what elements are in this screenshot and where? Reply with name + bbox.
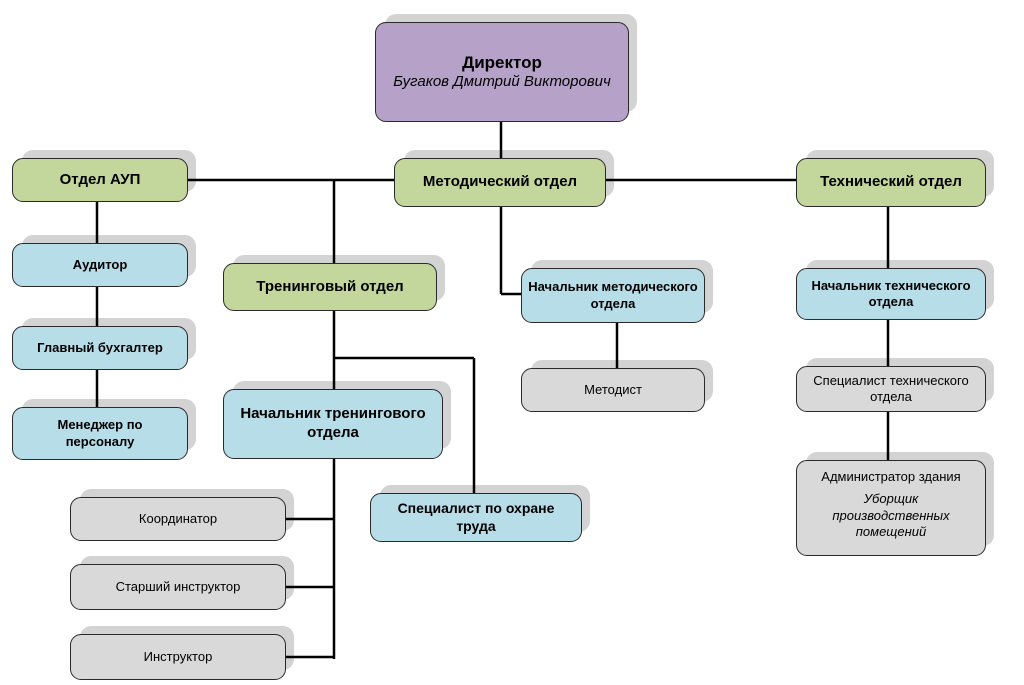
methodist-label: Методист: [584, 381, 642, 397]
technical-specialist-box: Специалист технического отдела: [796, 358, 994, 412]
methodist-box: Методист: [521, 360, 713, 412]
technical-head-box: Начальник технического отдела: [796, 260, 994, 320]
senior-instructor-box: Старший инструктор: [70, 556, 294, 610]
instructor-label: Инструктор: [143, 648, 213, 664]
director-box: Директор Бугаков Дмитрий Викторович: [375, 14, 637, 122]
director-title: Директор: [462, 53, 542, 72]
department-methodical: Методический отдел: [394, 150, 614, 207]
department-technical-label: Технический отдел: [820, 173, 962, 191]
department-technical: Технический отдел: [796, 150, 994, 207]
hr-manager-label: Менеджер по персоналу: [57, 417, 143, 449]
safety-specialist-box: Специалист по охране труда: [370, 485, 590, 542]
department-methodical-label: Методический отдел: [422, 173, 578, 191]
department-aup: Отдел АУП: [12, 150, 196, 202]
building-admin-label: Администратор здания: [821, 469, 961, 484]
hr-manager-box: Менеджер по персоналу: [12, 399, 196, 460]
chief-accountant-box: Главный бухгалтер: [12, 318, 196, 370]
auditor-box: Аудитор: [12, 235, 196, 287]
director-name: Бугаков Дмитрий Викторович: [393, 73, 611, 91]
training-head-box: Начальник тренингового отдела: [223, 381, 451, 459]
auditor-label: Аудитор: [72, 256, 128, 272]
cleaner-label: Уборщик производственных помещений: [832, 491, 950, 539]
coordinator-label: Координатор: [138, 510, 218, 526]
instructor-box: Инструктор: [70, 626, 294, 680]
methodical-head-box: Начальник методического отдела: [521, 260, 713, 323]
technical-specialist-label: Специалист технического отдела: [813, 372, 969, 404]
department-training: Тренинговый отдел: [223, 255, 445, 311]
training-head-label: Начальник тренингового отдела: [240, 405, 426, 441]
chief-accountant-label: Главный бухгалтер: [37, 339, 163, 355]
building-admin-box: Администратор здания Уборщик производств…: [796, 452, 994, 556]
methodical-head-label: Начальник методического отдела: [528, 279, 698, 311]
department-training-label: Тренинговый отдел: [256, 277, 404, 295]
technical-head-label: Начальник технического отдела: [811, 277, 971, 309]
department-aup-label: Отдел АУП: [59, 170, 141, 188]
safety-specialist-label: Специалист по охране труда: [397, 500, 555, 534]
senior-instructor-label: Старший инструктор: [115, 578, 241, 594]
coordinator-box: Координатор: [70, 489, 294, 541]
